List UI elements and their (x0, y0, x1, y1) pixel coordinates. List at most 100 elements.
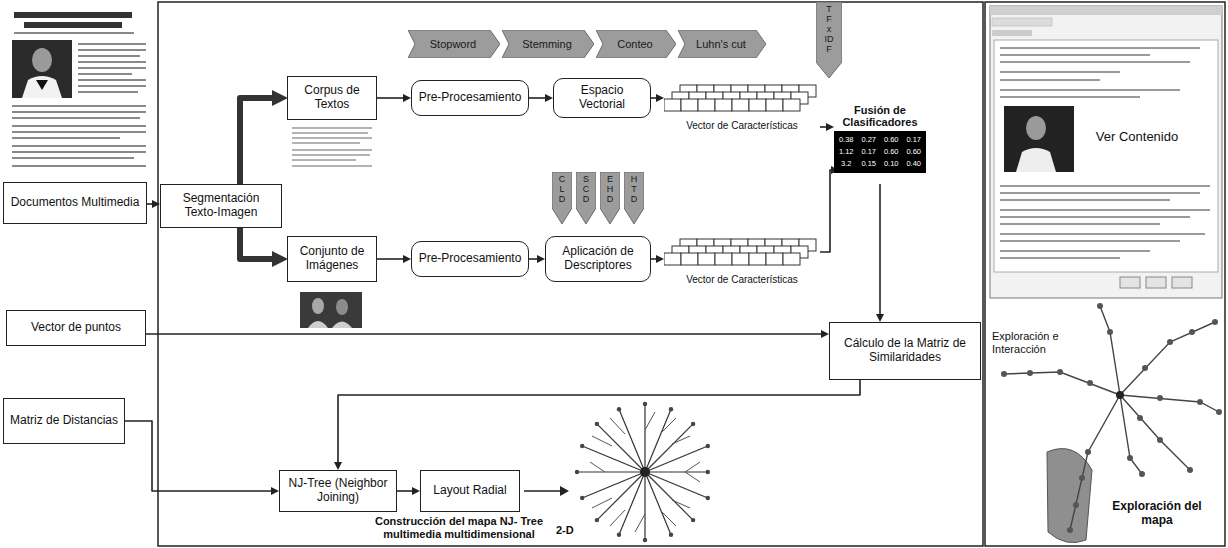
drawing-part (1073, 502, 1079, 508)
feature-vector: Vector de Características (664, 232, 820, 304)
drawing-part (1139, 471, 1145, 477)
window-button (1120, 277, 1140, 288)
window-text-lines (1000, 48, 1200, 97)
headline-bar (14, 12, 132, 18)
drawing-part (1027, 370, 1033, 376)
headline-bar (24, 22, 122, 28)
connector (820, 126, 826, 128)
vector-cell (715, 99, 732, 111)
connector (529, 258, 537, 260)
window-title-bar (990, 6, 1222, 15)
process-box: NJ-Tree (Neighbor Joining) (279, 470, 397, 512)
matrix-cell: 0.15 (858, 158, 881, 170)
content-photo-shirt (1016, 148, 1056, 172)
vector-cell (749, 99, 766, 111)
feature-vector: Vector de Características (664, 78, 820, 150)
drawing-part (580, 444, 584, 448)
arrow-outline (596, 30, 676, 58)
connector (529, 97, 545, 99)
panel-frames (158, 2, 1225, 546)
feature-vector-stack (664, 232, 820, 272)
drawing-part (1212, 319, 1218, 325)
node-label: Segmentación Texto-Imagen (161, 192, 281, 220)
matrix-cell: 0.40 (903, 158, 926, 170)
arrow-outline (408, 30, 500, 58)
vector-cell (715, 253, 732, 265)
arrow-outline (600, 172, 620, 224)
vector-cell (664, 253, 681, 265)
drawing-part (706, 444, 710, 448)
layout-to-tree-arrow (524, 486, 569, 496)
drawing-part (1001, 371, 1007, 377)
node-label: Documentos Multimedia (7, 196, 144, 210)
matrix-cell: 0.27 (858, 134, 881, 146)
drawing-part (1087, 380, 1093, 386)
arrow-label: SCD (582, 175, 591, 205)
node-label: Aplicación de Descriptores (546, 245, 650, 273)
shirt (22, 76, 62, 98)
connector (147, 203, 152, 205)
drawing-part (617, 533, 621, 537)
drawing-part (1189, 329, 1195, 335)
node-label: Vector de puntos (27, 321, 125, 335)
drawing-part (669, 533, 673, 537)
drawing-part (617, 407, 621, 411)
text-sample-lines (292, 128, 372, 166)
connector (879, 184, 881, 314)
node-label: Conteo (613, 38, 656, 51)
process-box: Vector de puntos (6, 310, 146, 346)
input-arrow: HTD (624, 172, 644, 224)
window-tab (992, 18, 1052, 26)
window-button (1172, 277, 1192, 288)
panel-note: Exploración e Interacción (992, 330, 1088, 355)
node-label: Luhn's cut (692, 38, 750, 51)
arrow-line (524, 490, 560, 492)
vector-cell (698, 253, 715, 265)
vector-cell (681, 99, 698, 111)
process-box: Layout Radial (420, 470, 520, 512)
drawing-part (1216, 409, 1222, 415)
process-box: Documentos Multimedia (3, 182, 147, 224)
drawing-part (1197, 399, 1203, 405)
connector (125, 421, 271, 491)
drawing-part (1157, 437, 1163, 443)
thumbnail-face (312, 298, 324, 314)
arrow-outline (502, 30, 594, 58)
drawing-part (1097, 303, 1103, 309)
arrow-label: EHD (606, 175, 615, 205)
pipeline-step-arrow: Stemming (502, 30, 594, 58)
drawing-part (595, 518, 599, 522)
vector-cell (783, 99, 800, 111)
input-arrow: EHD (600, 172, 620, 224)
process-box: Segmentación Texto-Imagen (160, 184, 282, 228)
arrow-label: CLD (558, 175, 567, 205)
center-panel-frame (158, 2, 983, 546)
vector-cell (732, 253, 749, 265)
input-arrow: CLD (552, 172, 572, 224)
drawing-part (1085, 449, 1091, 455)
connector (146, 333, 821, 335)
pipeline-step-arrow: Stopword (408, 30, 500, 58)
input-arrow: TF x IDF (816, 2, 842, 78)
drawing-part (1157, 395, 1163, 401)
window-tab (992, 30, 1032, 36)
process-step: Espacio Vectorial (553, 78, 651, 118)
viewer-window (990, 6, 1222, 298)
arrow-outline (552, 172, 572, 224)
vector-cell (766, 253, 783, 265)
node-label: Matriz de Distancias (6, 414, 122, 428)
text-line (14, 32, 134, 34)
node-label: Layout Radial (429, 484, 510, 498)
drawing-part (669, 407, 673, 411)
pipeline-step-arrow: Conteo (596, 30, 676, 58)
panel-caption: Exploración del mapa (1096, 500, 1218, 528)
drawing-part (1167, 339, 1173, 345)
vector-cell (664, 99, 681, 111)
vector-cell (698, 99, 715, 111)
dimension-label: 2-D (556, 524, 582, 537)
drawing-part (1107, 329, 1113, 335)
drawing-part (706, 496, 710, 500)
feature-vector-stack (664, 78, 820, 118)
news-photo (12, 40, 72, 98)
process-box: Corpus de Textos (287, 76, 377, 120)
